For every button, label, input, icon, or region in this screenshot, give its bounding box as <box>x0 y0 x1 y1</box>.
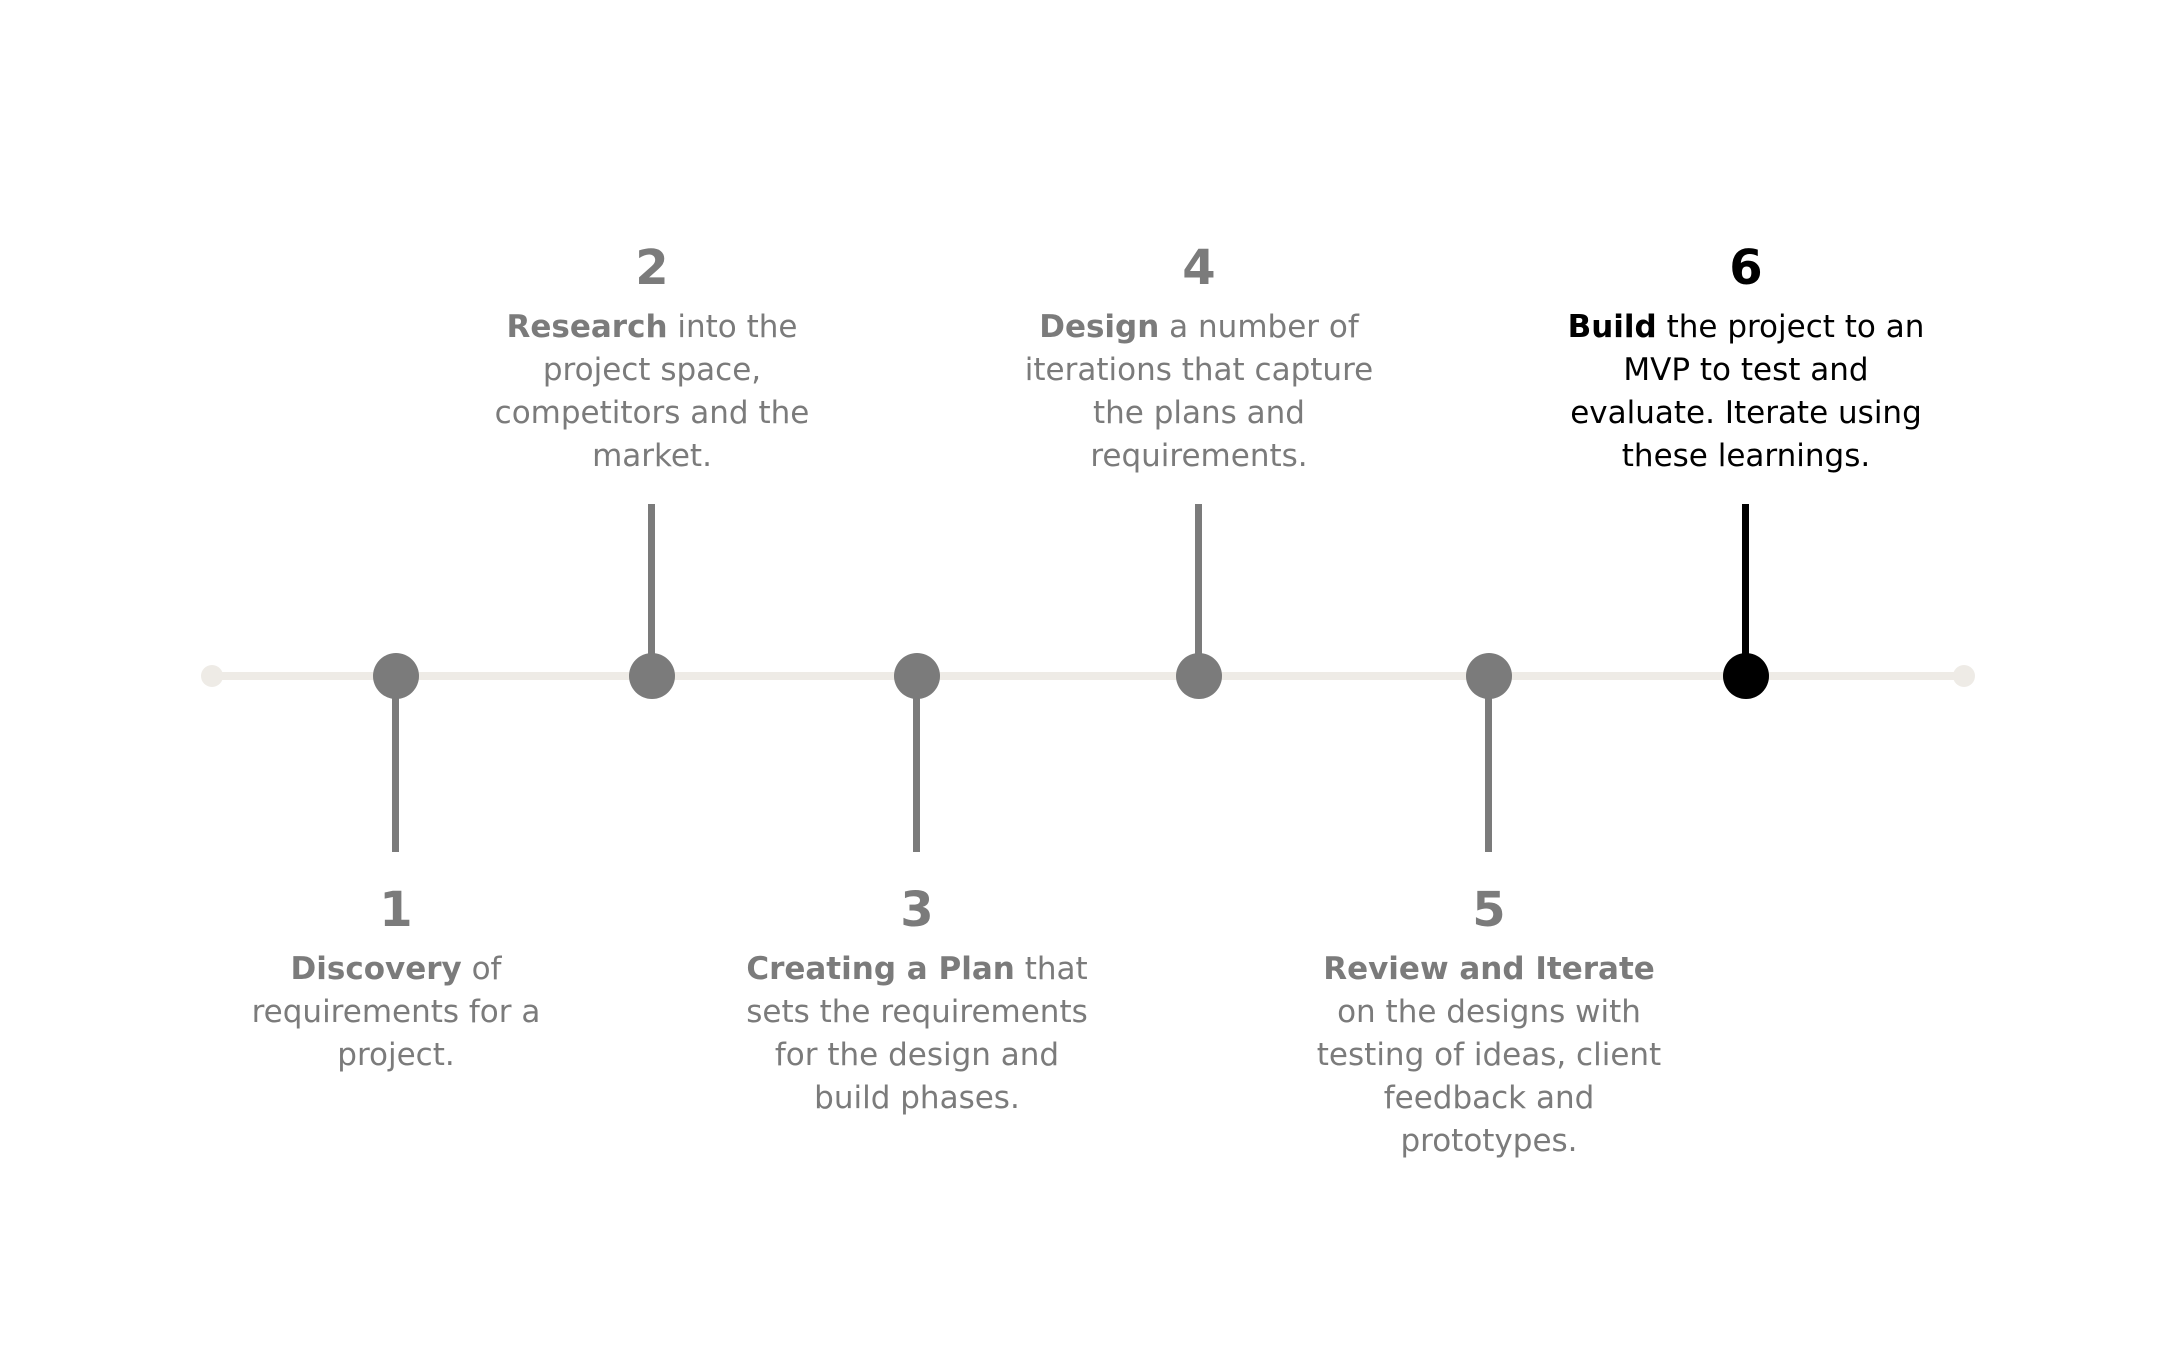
step-6-node <box>1723 653 1769 699</box>
step-3: 3 Creating a Plan that sets the requirem… <box>737 882 1097 1120</box>
step-5-number: 5 <box>1472 882 1506 938</box>
step-4: 4 Design a number of iterations that cap… <box>1019 240 1379 478</box>
step-4-description: Design a number of iterations that captu… <box>1019 306 1379 478</box>
step-4-stem <box>1195 504 1202 680</box>
step-2-stem <box>648 504 655 680</box>
step-1-node <box>373 653 419 699</box>
step-2-node <box>629 653 675 699</box>
timeline-axis-end-cap <box>1953 665 1975 687</box>
step-1-number: 1 <box>379 882 413 938</box>
step-5-text: on the designs with testing of ideas, cl… <box>1316 994 1662 1159</box>
step-3-description: Creating a Plan that sets the requiremen… <box>737 948 1097 1120</box>
step-6-text: the project to an MVP to test and evalua… <box>1570 309 1925 474</box>
step-3-text: that sets the requirements for the desig… <box>746 951 1088 1116</box>
step-6-keyword: Build <box>1567 309 1657 345</box>
step-2-description: Research into the project space, competi… <box>472 306 832 478</box>
step-1-description: Discovery of requirements for a project. <box>216 948 576 1077</box>
step-3-number: 3 <box>900 882 934 938</box>
step-6-stem <box>1742 504 1749 680</box>
timeline-axis-start-cap <box>201 665 223 687</box>
step-4-node <box>1176 653 1222 699</box>
step-6: 6 Build the project to an MVP to test an… <box>1566 240 1926 478</box>
step-2-text: into the project space, competitors and … <box>494 309 810 474</box>
step-5-keyword: Review and Iterate <box>1323 951 1655 987</box>
step-3-stem <box>913 676 920 852</box>
step-2: 2 Research into the project space, compe… <box>472 240 832 478</box>
step-6-description: Build the project to an MVP to test and … <box>1566 306 1926 478</box>
step-4-keyword: Design <box>1039 309 1160 345</box>
step-5: 5 Review and Iterate on the designs with… <box>1309 882 1669 1163</box>
step-3-keyword: Creating a Plan <box>746 951 1015 987</box>
step-1-text: of requirements for a project. <box>251 951 541 1073</box>
step-2-keyword: Research <box>506 309 668 345</box>
step-5-stem <box>1485 676 1492 852</box>
step-5-description: Review and Iterate on the designs with t… <box>1309 948 1669 1163</box>
step-1-keyword: Discovery <box>290 951 462 987</box>
step-4-number: 4 <box>1182 240 1216 296</box>
step-1: 1 Discovery of requirements for a projec… <box>216 882 576 1077</box>
step-3-node <box>894 653 940 699</box>
step-2-number: 2 <box>635 240 669 296</box>
step-5-node <box>1466 653 1512 699</box>
step-4-text: a number of iterations that capture the … <box>1024 309 1374 474</box>
step-6-number: 6 <box>1729 240 1763 296</box>
step-1-stem <box>392 676 399 852</box>
timeline-axis <box>212 672 1964 680</box>
